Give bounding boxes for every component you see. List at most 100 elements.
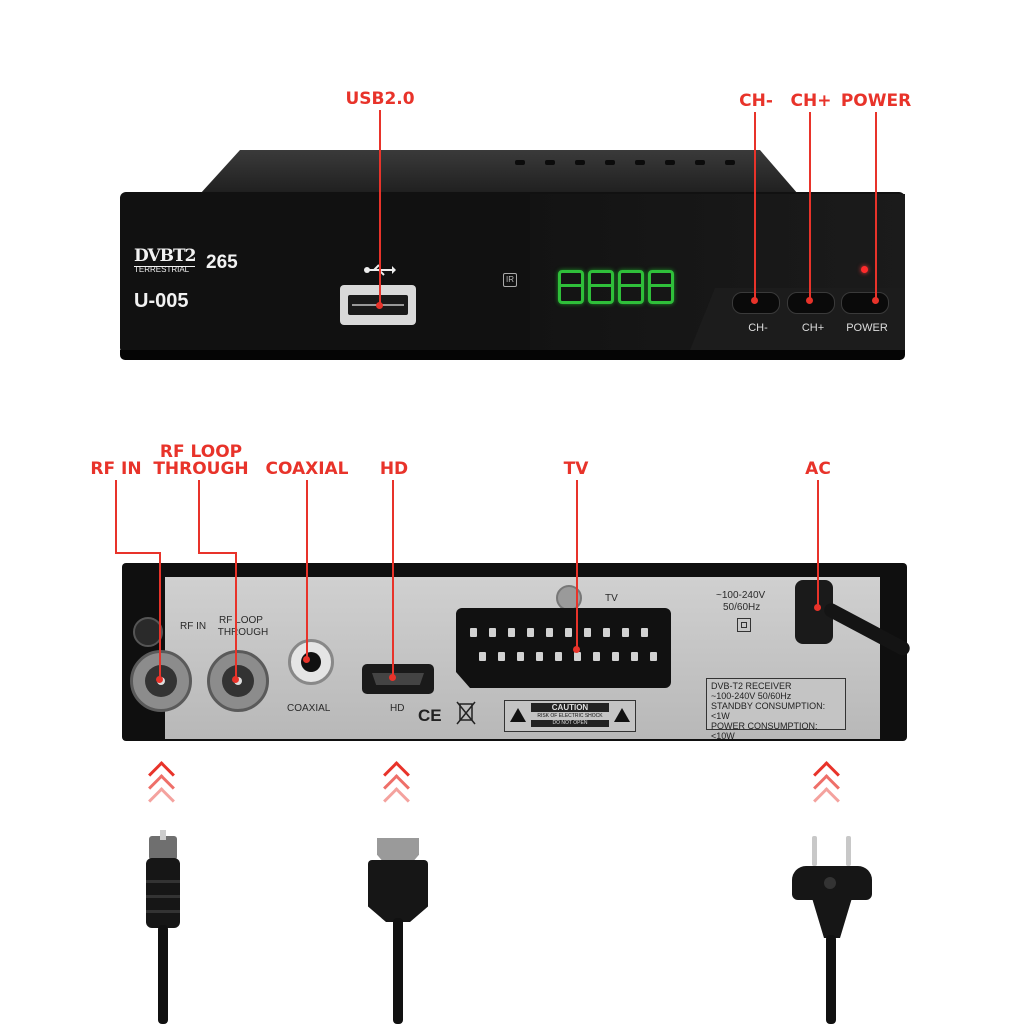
scart-pin [508, 628, 515, 637]
scart-pin [517, 652, 524, 661]
scart-pin [498, 652, 505, 661]
model-label: U-005 [134, 290, 189, 312]
rf-in-panel-label: RF IN [180, 621, 207, 632]
led-digit [618, 270, 644, 304]
screw-icon [133, 617, 163, 647]
ce-mark: CE [418, 706, 442, 725]
scart-pin [641, 628, 648, 637]
codec-label: 265 [206, 252, 238, 273]
scart-pin [565, 628, 572, 637]
callout-line [875, 112, 877, 300]
dvbt2-logo: DVBT2 [134, 246, 196, 267]
vent [725, 160, 735, 165]
callout-line [115, 480, 117, 553]
vent [665, 160, 675, 165]
caution-label: CAUTION RISK OF ELECTRIC SHOCK DO NOT OP… [504, 700, 636, 732]
callout-hd: HD [379, 459, 409, 479]
callout-line [115, 552, 160, 554]
scart-pin [612, 652, 619, 661]
scart-pin [593, 652, 600, 661]
callout-dot [872, 297, 879, 304]
callout-dot [573, 646, 580, 653]
scart-pin [470, 628, 477, 637]
callout-dot [376, 302, 383, 309]
spec-line: STANDBY CONSUMPTION:<1W [711, 701, 826, 721]
caution-text: RISK OF ELECTRIC SHOCK [537, 713, 603, 719]
callout-line [576, 480, 578, 650]
scart-pin [536, 652, 543, 661]
ch-plus-label: CH+ [801, 322, 825, 334]
led-digit [588, 270, 614, 304]
scart-pin [584, 628, 591, 637]
callout-line [817, 480, 819, 608]
spec-line: ~100-240V 50/60Hz [711, 691, 792, 701]
callout-dot [751, 297, 758, 304]
scart-pin [603, 628, 610, 637]
callout-ch-plus: CH+ [790, 91, 832, 111]
frequency-label: 50/60Hz [723, 602, 761, 613]
callout-dot [814, 604, 821, 611]
callout-dot [156, 676, 163, 683]
weee-icon [456, 701, 476, 725]
scart-pin [489, 628, 496, 637]
callout-dot [806, 297, 813, 304]
class-ii-icon [737, 618, 751, 632]
callout-line [809, 112, 811, 300]
vent [605, 160, 615, 165]
warning-icon [510, 708, 526, 722]
led-digit [558, 270, 584, 304]
caution-text-2: DO NOT OPEN [531, 720, 609, 727]
callout-line [392, 480, 394, 678]
callout-coaxial: COAXIAL [265, 459, 349, 479]
tv-panel-label: TV [605, 593, 618, 604]
scart-pin [546, 628, 553, 637]
ch-minus-label: CH- [748, 322, 768, 334]
power-led [861, 266, 868, 273]
callout-line [235, 552, 237, 680]
spec-line: POWER CONSUMPTION:<10W [711, 721, 818, 741]
vent [545, 160, 555, 165]
scart-pin [555, 652, 562, 661]
callout-rf-loop-2: THROUGH [153, 459, 249, 479]
callout-dot [303, 656, 310, 663]
callout-usb: USB2.0 [345, 89, 415, 109]
callout-dot [389, 674, 396, 681]
vent [515, 160, 525, 165]
coaxial-panel-label: COAXIAL [287, 703, 331, 714]
hd-panel-label: HD [390, 703, 405, 714]
front-base [120, 350, 905, 360]
scart-pin [574, 652, 581, 661]
rf-loop-panel-label: RF LOOP [219, 615, 263, 626]
callout-rf-loop: RF LOOP [159, 442, 243, 462]
callout-line [306, 480, 308, 660]
scart-pin [479, 652, 486, 661]
callout-ac: AC [805, 459, 831, 479]
vent [575, 160, 585, 165]
caution-title: CAUTION [531, 703, 609, 712]
scart-pin [622, 628, 629, 637]
callout-dot [232, 676, 239, 683]
voltage-label: ~100-240V [716, 590, 766, 601]
scart-pin [631, 652, 638, 661]
rf-loop-through-connector[interactable] [207, 650, 269, 712]
callout-line [379, 110, 381, 305]
led-digit [648, 270, 674, 304]
callout-ch-minus: CH- [739, 91, 773, 111]
screw-icon [556, 585, 582, 611]
vent [635, 160, 645, 165]
callout-line [754, 112, 756, 300]
power-button[interactable] [841, 292, 889, 314]
rf-loop-panel-label-2: THROUGH [217, 627, 269, 638]
ir-sensor: IR [503, 273, 517, 287]
spec-line: DVB-T2 RECEIVER [711, 681, 792, 691]
terrestrial-label: TERRESTRIAL [134, 265, 190, 274]
coaxial-connector[interactable] [288, 639, 334, 685]
hdmi-port[interactable] [362, 664, 434, 694]
scart-pin [527, 628, 534, 637]
scart-connector[interactable] [456, 608, 671, 688]
power-label: POWER [846, 322, 888, 334]
callout-rf-in: RF IN [90, 459, 142, 479]
spec-label: DVB-T2 RECEIVER ~100-240V 50/60Hz STANDB… [706, 678, 846, 741]
callout-line [198, 480, 200, 553]
callout-line [198, 552, 236, 554]
